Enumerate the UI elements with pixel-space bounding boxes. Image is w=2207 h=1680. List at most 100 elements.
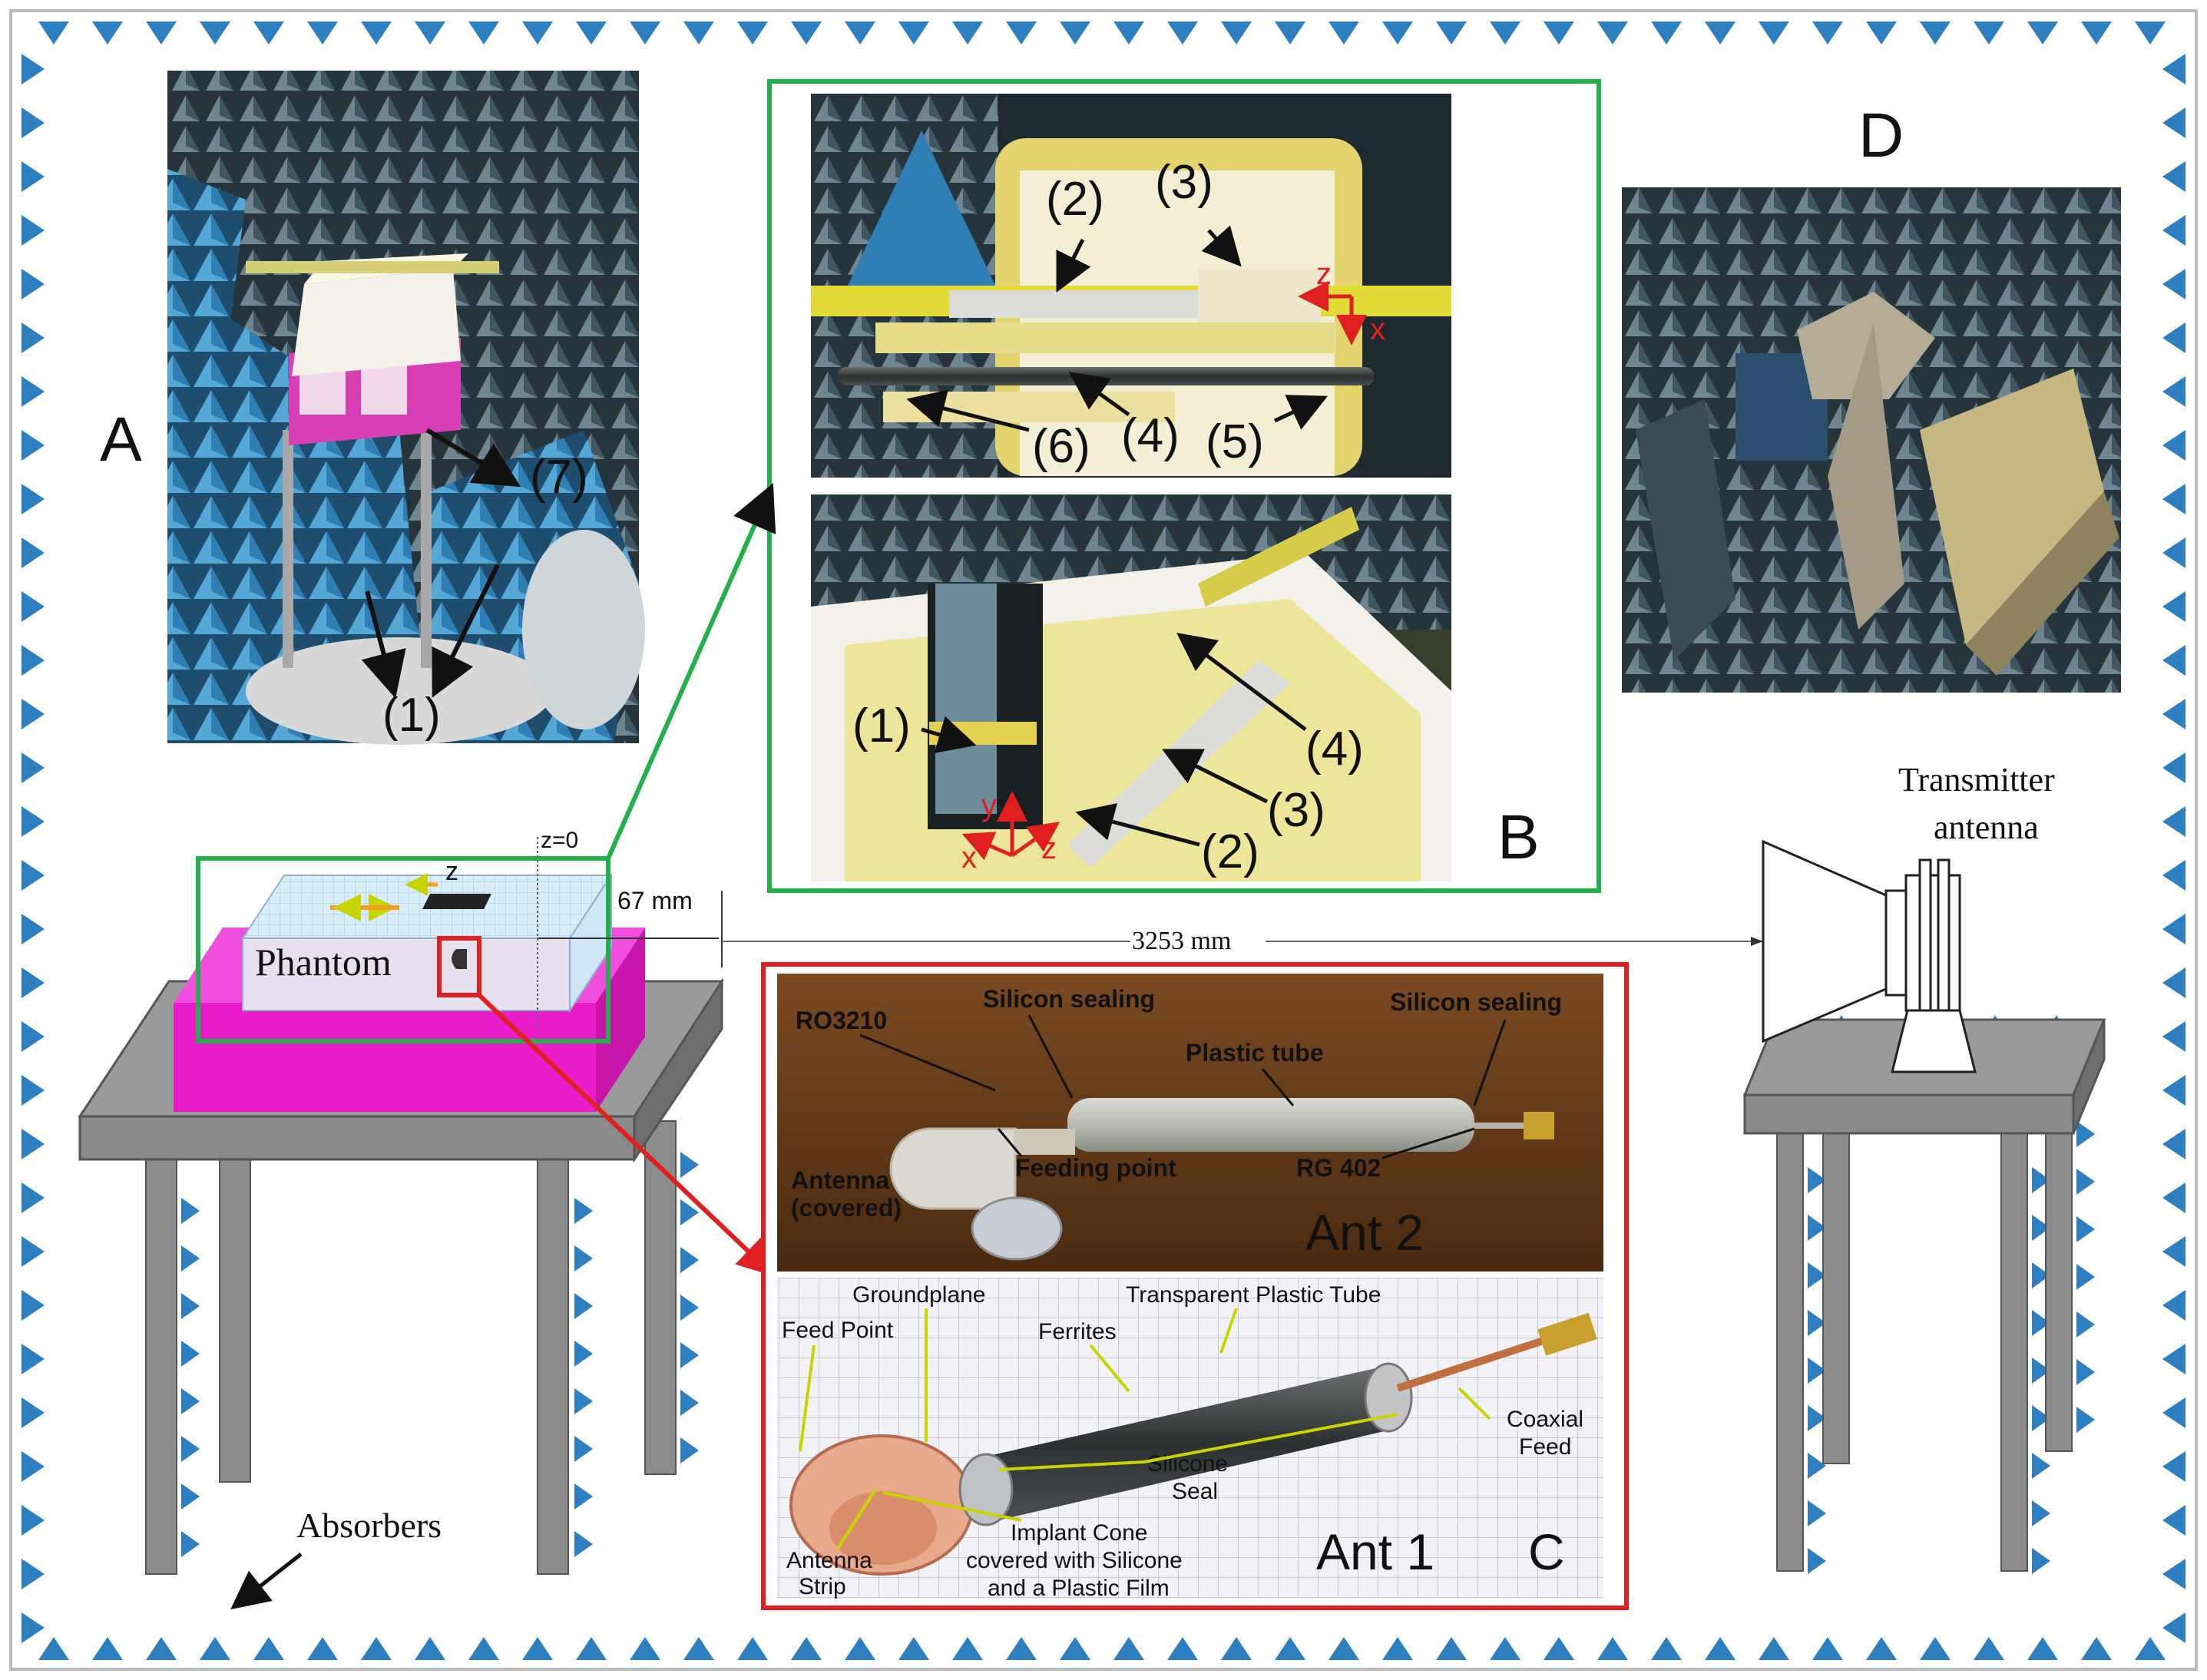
absorber-triangle xyxy=(2162,430,2185,461)
zoom-line-c xyxy=(477,993,775,1277)
absorber-triangle xyxy=(2162,1290,2185,1321)
c-ant2-silicon-1: Silicon sealing xyxy=(983,985,1155,1013)
absorber-triangle xyxy=(2162,107,2185,138)
absorber-triangle xyxy=(2162,1451,2185,1482)
absorber-triangle xyxy=(2032,1358,2050,1384)
absorber-triangle xyxy=(1866,1637,1897,1660)
absorber-triangle xyxy=(181,1245,200,1272)
absorber-triangle xyxy=(22,430,45,461)
panel-b-top-photo: (2) (3) (6) (4) (5) z x xyxy=(811,94,1451,478)
absorber-triangle xyxy=(574,1341,593,1367)
absorber-triangle xyxy=(1544,21,1574,45)
c-ant1-cone-3: and a Plastic Film xyxy=(988,1576,1170,1601)
absorber-triangle xyxy=(2162,1236,2185,1267)
absorber-triangle xyxy=(22,699,45,729)
absorber-triangle xyxy=(1060,1637,1090,1660)
absorber-triangle xyxy=(1490,1637,1520,1660)
absorber-triangle xyxy=(307,1637,338,1660)
absorber-triangle xyxy=(2162,806,2185,837)
c-ant1-strip-1: Antenna xyxy=(786,1548,872,1573)
c-ant1-title: Ant 1 xyxy=(1316,1523,1434,1580)
absorber-triangle xyxy=(1382,21,1413,45)
label-b-bot-4: (4) xyxy=(1305,723,1364,776)
panel-letter-a: A xyxy=(100,405,142,475)
absorber-triangle xyxy=(2032,1167,2050,1193)
absorber-triangle xyxy=(22,1451,45,1482)
zoom-line-b xyxy=(606,483,776,860)
absorber-triangle xyxy=(181,1436,200,1462)
c-ant1-feed-point: Feed Point xyxy=(782,1318,894,1343)
absorber-triangle xyxy=(468,21,499,45)
absorber-triangle xyxy=(791,1637,822,1660)
absorber-triangle xyxy=(2162,860,2185,891)
absorber-triangle xyxy=(38,21,69,45)
c-ant2-ro3210: RO3210 xyxy=(796,1007,887,1034)
absorber-triangle xyxy=(22,806,45,837)
absorber-triangle xyxy=(2076,1264,2095,1290)
panel-d-photo xyxy=(1622,187,2121,693)
absorber-triangle xyxy=(2162,1397,2185,1428)
label-b-bot-z: z xyxy=(1041,832,1057,865)
absorber-triangle xyxy=(22,1612,45,1643)
absorber-triangle xyxy=(1597,21,1628,45)
transmitter-horn[interactable] xyxy=(1762,839,1977,1073)
absorber-triangle xyxy=(1651,1637,1682,1660)
absorber-triangle xyxy=(2032,1215,2050,1241)
absorber-triangle xyxy=(574,1293,593,1319)
absorber-border xyxy=(22,21,2185,1660)
label-b-top-2: (2) xyxy=(1046,173,1104,226)
absorber-triangle xyxy=(2162,1021,2185,1052)
absorber-triangle xyxy=(2162,1612,2185,1643)
absorber-triangle xyxy=(574,1436,593,1462)
absorber-triangle xyxy=(1705,21,1735,45)
absorber-triangle xyxy=(2076,1407,2095,1433)
absorber-triangle xyxy=(2162,645,2185,676)
absorber-triangle xyxy=(1808,1548,1826,1574)
absorber-triangle xyxy=(2162,215,2185,246)
label-a-7: (7) xyxy=(530,451,588,504)
absorber-triangle xyxy=(2162,967,2185,998)
absorber-triangle xyxy=(2162,1182,2185,1213)
absorber-triangle xyxy=(2162,322,2185,353)
absorber-triangle xyxy=(1808,1453,1826,1479)
absorber-triangle xyxy=(576,1637,607,1660)
absorber-triangle xyxy=(181,1388,200,1414)
absorber-triangle xyxy=(2162,591,2185,622)
absorber-triangle xyxy=(1006,21,1037,45)
absorber-triangle xyxy=(1221,1637,1252,1660)
gap-label: 67 mm xyxy=(617,887,693,914)
c-ant2-silicon-2: Silicon sealing xyxy=(1390,988,1562,1016)
absorber-triangle xyxy=(22,215,45,246)
absorber-triangle xyxy=(22,484,45,514)
absorber-triangle xyxy=(415,1637,445,1660)
panel-letter-b: B xyxy=(1497,802,1540,872)
absorber-triangle xyxy=(92,1637,123,1660)
absorber-triangle xyxy=(1808,1500,1826,1526)
phantom-z-axis: z xyxy=(445,857,458,886)
absorber-triangle xyxy=(22,322,45,353)
absorber-triangle xyxy=(22,1182,45,1213)
absorber-triangle xyxy=(898,1637,929,1660)
panel-b-bottom-photo: (1) (4) (3) (2) y x z xyxy=(811,494,1451,881)
c-ant1-strip-2: Strip xyxy=(799,1574,846,1599)
z0-label: z=0 xyxy=(541,828,578,853)
absorber-triangle xyxy=(22,1021,45,1052)
absorber-triangle xyxy=(1705,1637,1735,1660)
absorber-triangle xyxy=(2162,161,2185,192)
absorber-triangle xyxy=(38,1637,69,1660)
absorber-triangle xyxy=(22,645,45,676)
absorber-triangle xyxy=(146,1637,177,1660)
panel-c-ant2-photo: RO3210 Silicon sealing Silicon sealing P… xyxy=(777,974,1603,1272)
label-b-top-x: x xyxy=(1370,313,1385,346)
absorber-triangle xyxy=(1275,21,1305,45)
absorber-triangle xyxy=(146,21,177,45)
absorber-triangle xyxy=(2162,54,2185,84)
absorber-triangle xyxy=(22,1075,45,1106)
c-ant2-feeding-point: Feeding point xyxy=(1015,1154,1176,1182)
panel-c-ant1-photo: Groundplane Transparent Plastic Tube Fee… xyxy=(777,1278,1603,1601)
absorber-triangle xyxy=(680,1247,699,1273)
absorber-triangle xyxy=(574,1531,593,1557)
absorber-triangle xyxy=(2076,1169,2095,1195)
absorber-triangle xyxy=(2162,699,2185,729)
